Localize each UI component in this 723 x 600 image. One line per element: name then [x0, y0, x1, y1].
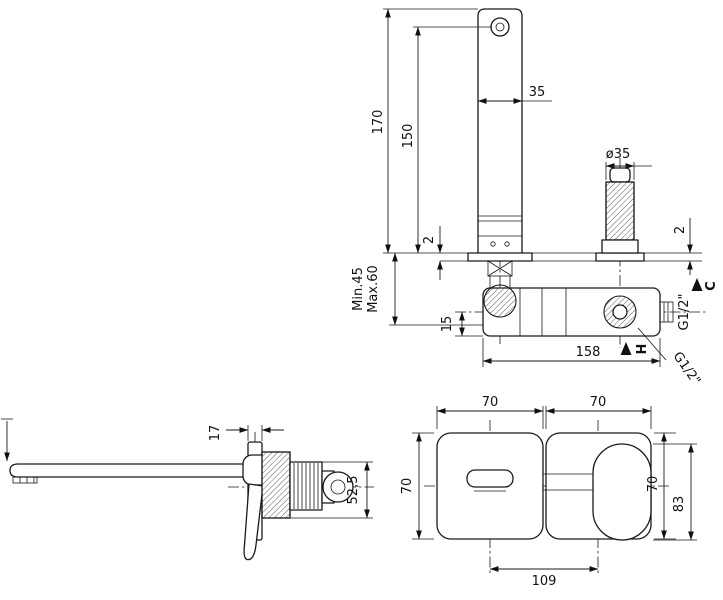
dim-2-left-label: 2 — [422, 236, 437, 244]
spout-profile-outline — [9, 463, 249, 478]
screw-dot — [504, 241, 510, 247]
thread-cold-label: G1/2" — [677, 294, 692, 331]
hot-flow-arrow-icon — [620, 342, 632, 355]
inwall-body-side — [261, 451, 354, 519]
plates-front — [436, 432, 652, 541]
dim-70-top-right-label: 70 — [590, 395, 607, 410]
cartridge-stem — [609, 167, 631, 183]
mounting-bracket — [261, 451, 291, 519]
dim-83-label: 83 — [672, 496, 687, 513]
depth-min-label: Min.45 — [351, 267, 366, 311]
dim-70-right-label: 70 — [646, 476, 661, 493]
spout-elbow — [483, 284, 517, 318]
front-view: 70 70 70 70 83 109 — [400, 395, 697, 589]
supply-connection-circle — [322, 471, 354, 503]
side-view: 17 52,5 — [1, 418, 374, 561]
spout-outlet-front — [466, 469, 514, 488]
depth-max-label: Max.60 — [366, 265, 381, 313]
spout-escutcheon — [467, 252, 533, 262]
cartridge-escutcheon — [595, 252, 645, 262]
dim-109-label: 109 — [532, 574, 557, 589]
spout-outline — [477, 8, 523, 254]
dim-150-label: 150 — [401, 124, 416, 149]
cartridge-collar — [601, 239, 639, 254]
dim-2-right-label: 2 — [673, 226, 688, 234]
dim-35-label: 35 — [529, 85, 546, 100]
hot-label: H — [635, 344, 650, 355]
spout-side-view — [477, 8, 523, 254]
dim-70-top-left-label: 70 — [482, 395, 499, 410]
cold-outlet-stub — [659, 301, 674, 323]
dim-170-label: 170 — [371, 110, 386, 135]
top-view: 35 170 150 ø35 2 2 Min.4 — [351, 8, 719, 388]
cold-label: C — [704, 281, 719, 291]
aerator-circle — [490, 17, 510, 37]
dia-35-label: ø35 — [606, 147, 631, 162]
dimensions-front-view: 70 70 70 70 83 109 — [400, 395, 697, 589]
lever-handle-front — [592, 443, 652, 541]
edge-dimension-remnant — [1, 418, 13, 462]
handle-assembly — [242, 441, 272, 561]
dim-70-left-label: 70 — [400, 478, 415, 495]
lever-handle-side — [243, 483, 264, 561]
dim-15-label: 15 — [440, 316, 455, 333]
mixer-body — [482, 260, 674, 337]
dim-158-label: 158 — [576, 345, 601, 360]
aerator-housing — [12, 476, 38, 484]
spout-profile — [9, 463, 249, 484]
cold-flow-arrow-icon — [691, 278, 703, 291]
screw-dot — [490, 241, 496, 247]
wall-section — [383, 252, 702, 262]
valve-bore — [612, 304, 628, 320]
cartridge — [601, 167, 639, 254]
thread-hot-label: G1/2" — [670, 349, 704, 388]
dim-52-5-label: 52,5 — [346, 476, 361, 505]
cartridge-shaft — [605, 181, 635, 241]
dim-17-label: 17 — [208, 425, 223, 442]
dimensions-side-view: 17 52,5 — [208, 425, 373, 519]
